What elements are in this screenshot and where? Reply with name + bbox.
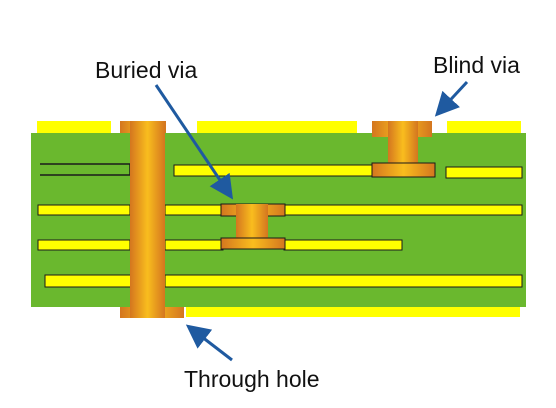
through-hole-via <box>120 121 184 318</box>
buried-via <box>220 203 286 250</box>
inner-copper-traces <box>37 163 523 288</box>
through-hole-label: Through hole <box>184 366 320 392</box>
top-copper-layer <box>37 121 521 133</box>
blind-via-label: Blind via <box>433 52 520 78</box>
bottom-copper-layer <box>186 307 520 317</box>
blind-via <box>371 121 436 178</box>
buried-via-label: Buried via <box>95 57 198 83</box>
through-hole-arrow <box>185 324 233 362</box>
buried-via-arrow <box>154 84 234 200</box>
blind-via-arrow <box>434 80 469 117</box>
